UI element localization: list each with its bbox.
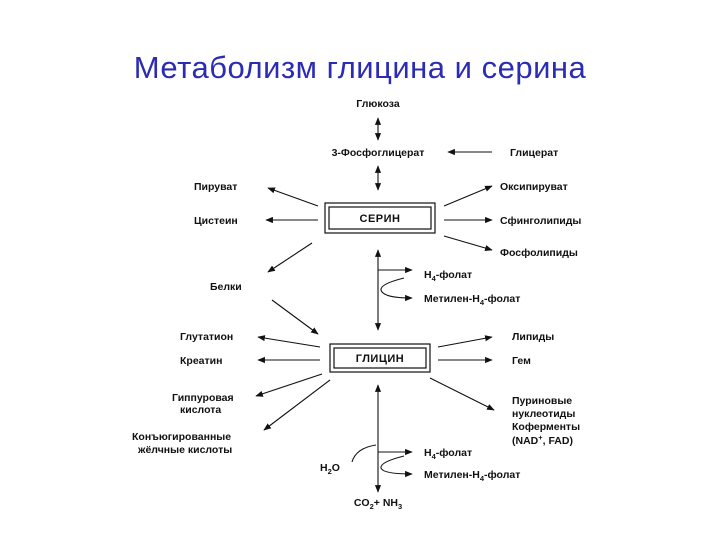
node-methylene-h4folate-1: Метилен-Н4-фолат xyxy=(424,293,520,307)
node-water: Н2O xyxy=(320,462,340,476)
node-purine-2: нуклеотиды xyxy=(512,408,575,420)
node-conjugated-2: жёлчные кислоты xyxy=(137,444,232,456)
node-glycine: ГЛИЦИН xyxy=(356,353,404,365)
serine-box-inner xyxy=(328,206,432,230)
node-oxypyruvate: Оксипируват xyxy=(500,181,568,193)
node-conjugated-1: Конъюгированные xyxy=(132,431,231,443)
arrow-hippuric xyxy=(255,373,323,397)
arrow-lipids xyxy=(437,335,493,348)
glycine-box-inner xyxy=(333,347,427,369)
node-glutathione: Глутатион xyxy=(180,331,233,343)
arrow-pyruvate xyxy=(267,187,319,207)
node-serine: СЕРИН xyxy=(360,213,401,225)
node-cysteine: Цистеин xyxy=(194,215,238,227)
node-glycerate: Глицерат xyxy=(510,147,558,159)
node-heme: Гем xyxy=(512,355,531,367)
node-creatine: Креатин xyxy=(180,355,222,367)
arrow-glutathione xyxy=(257,335,321,348)
node-co2-nh3: CO2+ NH3 xyxy=(354,497,402,511)
node-lipids: Липиды xyxy=(512,331,554,343)
arrow-conjugated xyxy=(263,379,331,431)
node-glucose: Глюкоза xyxy=(356,98,400,110)
arrow-purine xyxy=(429,377,495,411)
node-phosphoglycerate: 3-Фосфоглицерат xyxy=(332,147,425,159)
node-h4folate-1: Н4-фолат xyxy=(424,269,472,283)
node-phospholipids: Фосфолипиды xyxy=(500,247,578,259)
node-coenzymes: Коферменты xyxy=(512,421,580,433)
node-hippuric-2: кислота xyxy=(180,404,221,416)
node-pyruvate: Пируват xyxy=(194,181,237,193)
node-sphingolipids: Сфинголипиды xyxy=(500,215,581,227)
page-title: Метаболизм глицина и серина xyxy=(133,50,587,85)
arrow-proteins-glycine xyxy=(271,299,319,335)
arrow-oxypyruvate xyxy=(443,185,493,207)
node-methylene-h4folate-2: Метилен-Н4-фолат xyxy=(424,469,520,483)
arrow-methylene-1 xyxy=(380,277,413,302)
arrow-water xyxy=(351,444,377,463)
arrow-serine-proteins xyxy=(267,242,313,273)
node-nad-fad: (NAD+, FAD) xyxy=(512,433,573,447)
arrow-phospholipids xyxy=(443,235,493,252)
node-hippuric-1: Гиппуровая xyxy=(172,392,234,404)
arrow-methylene-2 xyxy=(380,455,413,478)
node-purine-1: Пуриновые xyxy=(512,395,572,407)
node-proteins: Белки xyxy=(210,281,242,293)
node-h4folate-2: Н4-фолат xyxy=(424,447,472,461)
